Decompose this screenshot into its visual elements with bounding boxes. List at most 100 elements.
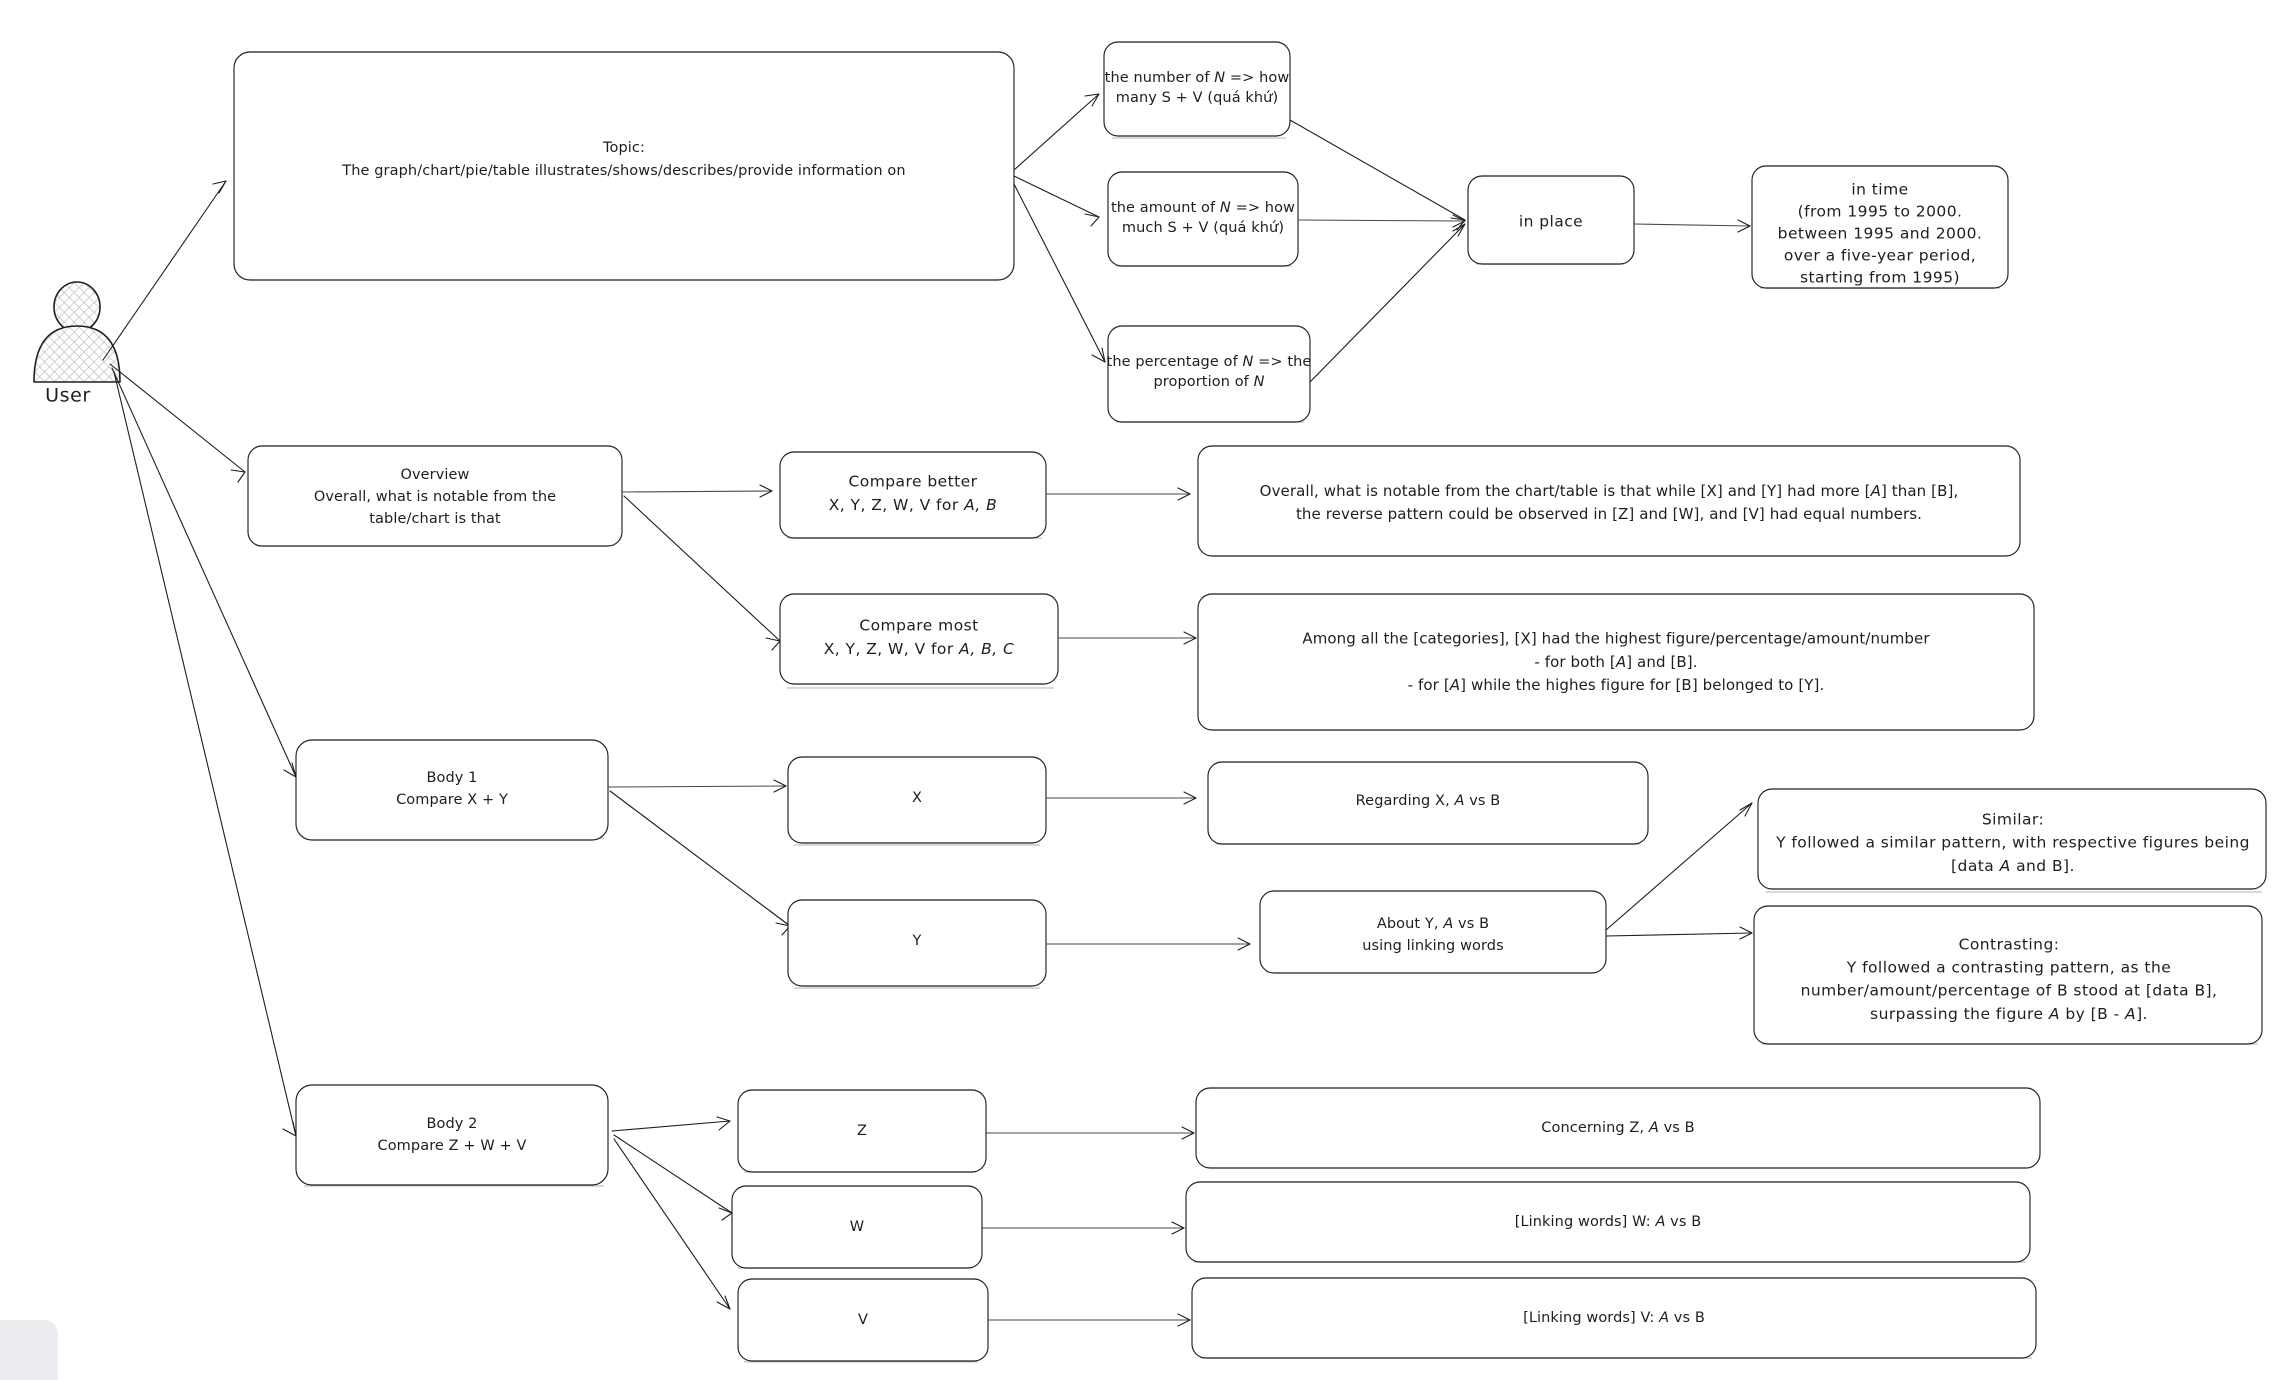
user-actor-label: User <box>45 385 91 407</box>
in-time-line-2: (from 1995 to 2000. <box>1798 203 1963 221</box>
number-of-n-node[interactable]: the number of N => how many S + V (quá k… <box>1103 41 1291 139</box>
compare-most-box[interactable] <box>779 593 1059 685</box>
number-of-n-box[interactable] <box>1103 41 1291 137</box>
linking-w-node[interactable]: [Linking words] W: A vs B <box>1185 1181 2031 1263</box>
in-place-box[interactable] <box>1467 175 1635 265</box>
node-x-box[interactable] <box>787 756 1047 844</box>
similar-line-2: Y followed a similar pattern, with respe… <box>1775 834 2250 852</box>
topic-box[interactable] <box>233 51 1015 281</box>
compare-to-sentence-connectors <box>1045 487 1197 645</box>
overview-sentence-box[interactable] <box>1197 445 2021 557</box>
compare-most-sentence-node[interactable]: Among all the [categories], [X] had the … <box>1197 593 2035 731</box>
node-v-label: V <box>858 1312 868 1328</box>
regarding-x-node[interactable]: Regarding X, A vs B <box>1207 761 1649 845</box>
compare-most-line-1: Compare most <box>859 617 978 635</box>
body2-node[interactable]: Body 2 Compare Z + W + V <box>295 1084 609 1187</box>
overview-box[interactable] <box>247 445 623 547</box>
body1-line-2: Compare X + Y <box>396 792 508 808</box>
number-of-n-line-2: many S + V (quá khứ) <box>1116 90 1278 106</box>
concerning-z-node[interactable]: Concerning Z, A vs B <box>1195 1087 2041 1169</box>
node-z[interactable]: Z <box>737 1089 987 1173</box>
number-of-n-line-1: the number of N => how <box>1105 70 1290 86</box>
amount-of-n-node[interactable]: the amount of N => how much S + V (quá k… <box>1107 171 1299 267</box>
node-w-label: W <box>850 1219 864 1235</box>
compare-most-sentence-box[interactable] <box>1197 593 2035 731</box>
overview-line-1: Overview <box>400 467 469 483</box>
compare-better-box[interactable] <box>779 451 1047 539</box>
body2-line-1: Body 2 <box>426 1116 477 1132</box>
body2-line-2: Compare Z + W + V <box>377 1138 526 1154</box>
percentage-of-n-node[interactable]: the percentage of N => the proportion of… <box>1107 325 1312 423</box>
node-w[interactable]: W <box>731 1185 983 1269</box>
regarding-x-label: Regarding X, A vs B <box>1356 793 1501 809</box>
actor-connectors <box>102 180 297 1137</box>
similar-box[interactable] <box>1757 788 2267 890</box>
contrasting-box[interactable] <box>1753 905 2263 1045</box>
contrasting-line-3: number/amount/percentage of B stood at [… <box>1801 982 2218 1000</box>
node-x-label: X <box>912 790 922 806</box>
overview-node[interactable]: Overview Overall, what is notable from t… <box>247 445 623 547</box>
compare-most-node[interactable]: Compare most X, Y, Z, W, V for A, B, C <box>779 593 1059 689</box>
compare-most-line-2: X, Y, Z, W, V for A, B, C <box>824 640 1015 658</box>
in-place-node[interactable]: in place <box>1467 175 1635 265</box>
similar-node[interactable]: Similar: Y followed a similar pattern, w… <box>1757 788 2267 893</box>
percentage-of-n-box[interactable] <box>1107 325 1311 423</box>
in-time-box[interactable] <box>1751 165 2009 289</box>
about-y-line-1: About Y, A vs B <box>1377 916 1489 932</box>
body1-line-1: Body 1 <box>426 770 477 786</box>
about-y-box[interactable] <box>1259 890 1607 974</box>
user-actor[interactable]: User <box>33 281 121 407</box>
compare-most-sentence-line-2: - for both [A] and [B]. <box>1534 653 1697 671</box>
node-w-box[interactable] <box>731 1185 983 1269</box>
overview-sentence-line-2: the reverse pattern could be observed in… <box>1296 505 1922 523</box>
linking-v-node[interactable]: [Linking words] V: A vs B <box>1191 1277 2037 1359</box>
in-time-line-4: over a five-year period, <box>1784 247 1976 265</box>
in-time-node[interactable]: in time (from 1995 to 2000. between 1995… <box>1751 165 2009 289</box>
linking-v-label: [Linking words] V: A vs B <box>1523 1310 1705 1326</box>
compare-most-sentence-line-3: - for [A] while the highes figure for [B… <box>1408 676 1825 694</box>
overview-line-3: table/chart is that <box>369 511 501 527</box>
node-v-box[interactable] <box>737 1278 989 1362</box>
contrasting-line-1: Contrasting: <box>1959 936 2060 954</box>
overview-sentence-line-1: Overall, what is notable from the chart/… <box>1260 482 1959 500</box>
amount-of-n-line-1: the amount of N => how <box>1111 200 1295 216</box>
body2-box[interactable] <box>295 1084 609 1186</box>
about-y-branch-connectors <box>1605 802 1753 940</box>
compare-better-node[interactable]: Compare better X, Y, Z, W, V for A, B <box>779 451 1047 539</box>
concerning-z-box[interactable] <box>1195 1087 2041 1169</box>
contrasting-node[interactable]: Contrasting: Y followed a contrasting pa… <box>1753 905 2263 1045</box>
y-to-about-connector <box>1045 937 1251 951</box>
node-z-box[interactable] <box>737 1089 987 1173</box>
compare-better-line-1: Compare better <box>849 473 978 491</box>
contrasting-line-2: Y followed a contrasting pattern, as the <box>1846 959 2171 977</box>
percentage-of-n-line-1: the percentage of N => the <box>1107 354 1312 370</box>
in-place-connectors <box>1289 119 1466 383</box>
compare-better-line-2: X, Y, Z, W, V for A, B <box>829 496 998 514</box>
node-y[interactable]: Y <box>787 899 1047 989</box>
in-place-to-in-time-connector <box>1633 219 1751 233</box>
about-y-line-2: using linking words <box>1362 938 1504 954</box>
linking-words-v-box[interactable] <box>1191 1277 2037 1359</box>
user-actor-head-icon <box>53 281 101 333</box>
amount-of-n-box[interactable] <box>1107 171 1299 267</box>
topic-line-1: Topic: <box>602 140 645 156</box>
about-y-node[interactable]: About Y, A vs B using linking words <box>1259 890 1607 974</box>
in-time-line-5: starting from 1995) <box>1800 269 1960 287</box>
node-z-label: Z <box>857 1123 867 1139</box>
node-y-box[interactable] <box>787 899 1047 987</box>
body1-node[interactable]: Body 1 Compare X + Y <box>295 739 609 841</box>
amount-of-n-line-2: much S + V (quá khứ) <box>1122 220 1284 236</box>
body1-branch-connectors <box>607 779 791 936</box>
regarding-x-box[interactable] <box>1207 761 1649 845</box>
in-place-label: in place <box>1519 213 1583 231</box>
topic-node[interactable]: Topic: The graph/chart/pie/table illustr… <box>233 51 1015 281</box>
node-v[interactable]: V <box>737 1278 989 1363</box>
user-actor-body-icon <box>33 325 121 383</box>
in-time-line-3: between 1995 and 2000. <box>1778 225 1983 243</box>
overview-sentence-node[interactable]: Overall, what is notable from the chart/… <box>1197 445 2021 557</box>
node-x[interactable]: X <box>787 756 1047 846</box>
node-y-label: Y <box>912 933 922 949</box>
body1-box[interactable] <box>295 739 609 841</box>
linking-words-w-box[interactable] <box>1185 1181 2031 1263</box>
